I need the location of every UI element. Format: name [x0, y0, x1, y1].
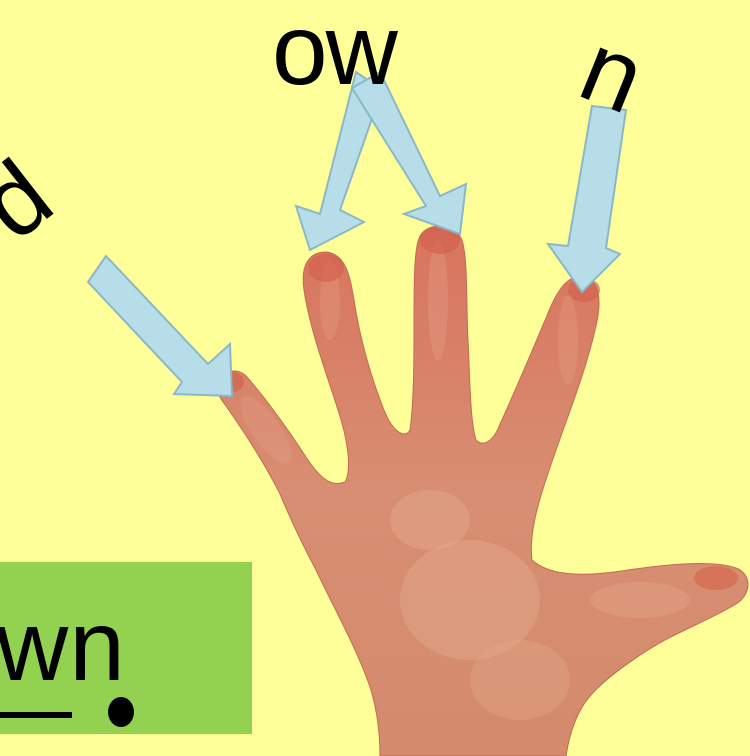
word-underline [0, 712, 72, 718]
word-text: wn [0, 596, 126, 696]
label-ow: ow [272, 0, 396, 100]
word-dot-marker [108, 697, 134, 727]
